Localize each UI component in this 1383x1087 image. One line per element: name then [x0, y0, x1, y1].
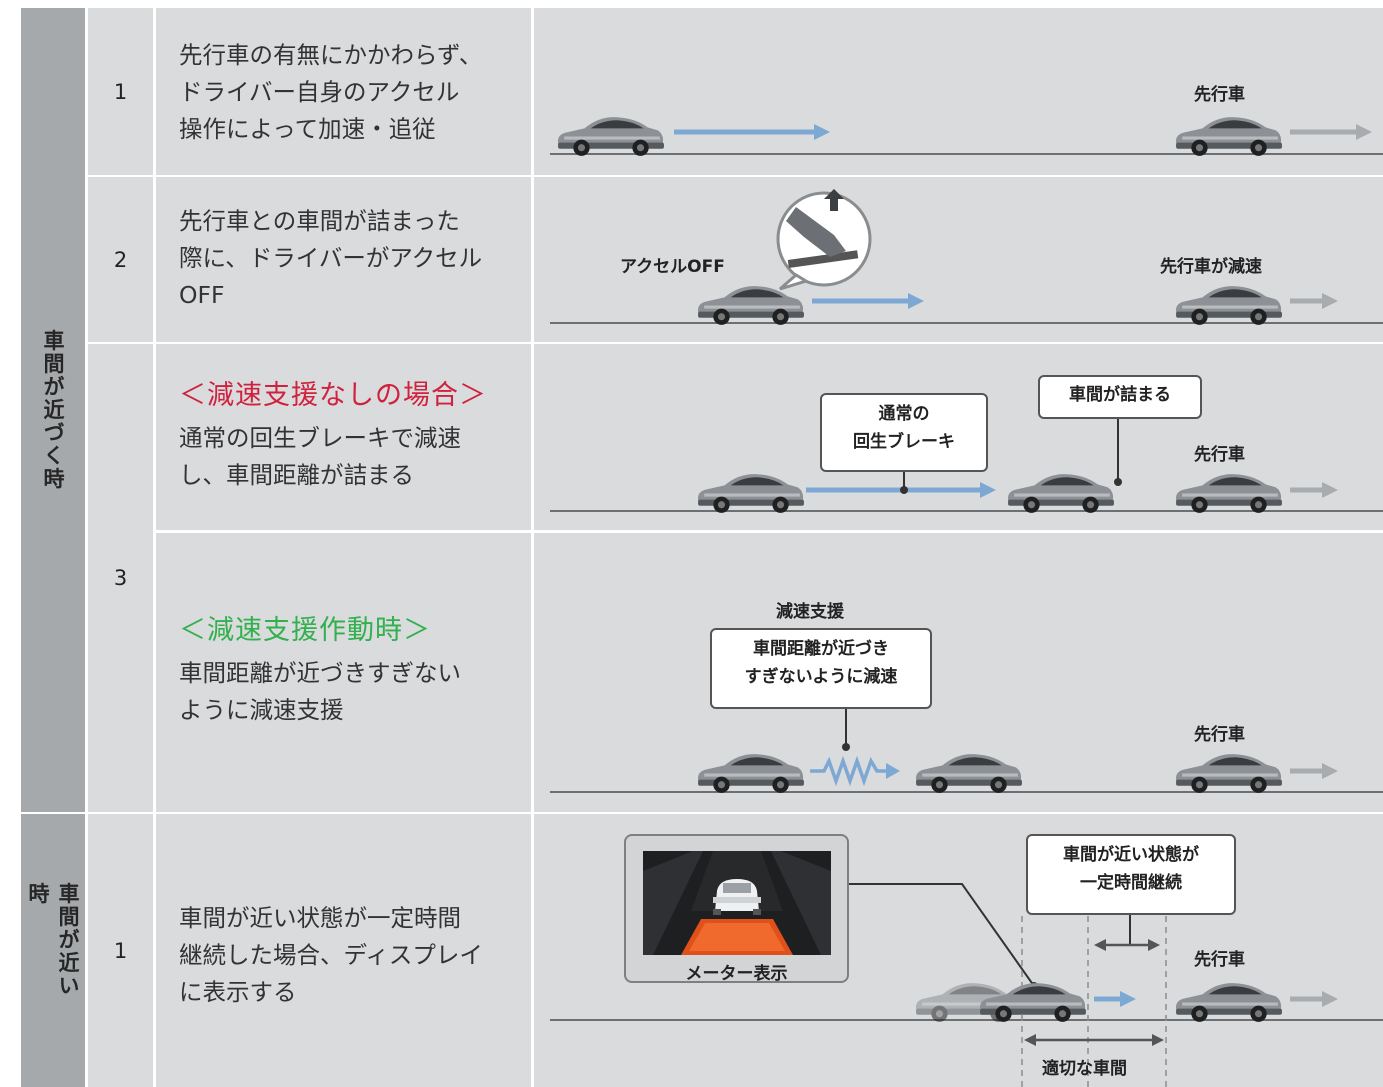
- description-line: に表示する: [179, 978, 297, 1006]
- step-number: 1: [113, 938, 128, 963]
- meter-label: メーター表示: [685, 964, 788, 984]
- group-label-approaching: 車間が近づく時: [41, 329, 65, 491]
- state-box: 車間が近い状態が 一定時間継続: [1026, 834, 1236, 915]
- description-line: OFF: [179, 281, 225, 309]
- description-line: し、車間距離が詰まる: [179, 461, 414, 489]
- scene-1: [550, 117, 1383, 156]
- spring-icon: [810, 755, 886, 787]
- proper-gap-label: 適切な車間: [1042, 1059, 1127, 1079]
- description-line: 先行車の有無にかかわらず、: [179, 41, 483, 69]
- text-cell-1: 先行車の有無にかかわらず、 ドライバー自身のアクセル 操作によって加速・追従: [156, 8, 531, 175]
- lead-car-icon: [1175, 117, 1282, 156]
- box-line: 一定時間継続: [1080, 873, 1182, 893]
- scene-3a: [550, 410, 1383, 513]
- step-cell-1: 1: [88, 8, 153, 175]
- step-cell-2: 2: [88, 177, 153, 342]
- scene-2: [550, 189, 1383, 325]
- description-line: 車間が近い状態が一定時間: [179, 904, 461, 932]
- lead-car-label: 先行車: [1194, 445, 1245, 465]
- illustration-4: メーター表示 車間が近い状態が 一定時間継続 先行車 適切な車間: [534, 814, 1383, 1087]
- lead-decel-label: 先行車が減速: [1160, 257, 1262, 277]
- group-label-close: 車間が近い時: [26, 882, 80, 998]
- car-icon: [915, 754, 1022, 793]
- regen-brake-box: 通常の 回生ブレーキ: [820, 393, 988, 472]
- lead-car-label: 先行車: [1194, 725, 1245, 745]
- step-number: 1: [113, 79, 128, 104]
- lead-car-label: 先行車: [1194, 950, 1245, 970]
- meter-panel: メーター表示: [624, 834, 849, 984]
- box-line: 車間距離が近づき: [753, 639, 889, 659]
- text-cell-3b: ＜減速支援作動時＞ 車間距離が近づきすぎない ように減速支援: [156, 533, 531, 812]
- lead-car-icon: [1175, 983, 1282, 1022]
- step-number: 3: [113, 566, 128, 590]
- step-cell-3: 3: [88, 344, 153, 812]
- group-close: 車間が近い時: [21, 814, 85, 1087]
- car-icon: [697, 754, 804, 793]
- scene-4: [550, 883, 1383, 1087]
- box-line: 通常の: [878, 404, 930, 424]
- group-approaching: 車間が近づく時: [21, 8, 85, 812]
- lead-car-icon: [1175, 474, 1282, 513]
- text-cell-2: 先行車との車間が詰まった 際に、ドライバーがアクセル OFF: [156, 177, 531, 342]
- box-line: 回生ブレーキ: [853, 432, 955, 452]
- car-icon: [557, 117, 664, 156]
- car-icon: [697, 286, 804, 325]
- illustration-2: アクセルOFF 先行車が減速: [534, 177, 1383, 342]
- heading-no-assist: ＜減速支援なしの場合＞: [179, 380, 487, 411]
- description-line: 継続した場合、ディスプレイ: [179, 941, 483, 969]
- lead-car-icon: [1175, 286, 1282, 325]
- scene-3b: [550, 683, 1383, 793]
- description-line: ように減速支援: [179, 696, 344, 724]
- illustration-3b: 減速支援 車間距離が近づき すぎないように減速 先行車: [534, 533, 1383, 812]
- description: 先行車との車間が詰まった 際に、ドライバーがアクセル OFF: [179, 203, 482, 314]
- description-line: 操作によって加速・追従: [179, 115, 436, 143]
- lead-car-label: 先行車: [1194, 85, 1245, 105]
- step-number: 2: [113, 247, 128, 272]
- description: 車間が近い状態が一定時間 継続した場合、ディスプレイ に表示する: [179, 900, 483, 1011]
- box-line: 車間が近い状態が: [1063, 845, 1199, 865]
- description-line: 先行車との車間が詰まった: [179, 207, 460, 235]
- assist-box: 車間距離が近づき すぎないように減速: [710, 628, 932, 709]
- heading-assist-active: ＜減速支援作動時＞: [179, 615, 431, 646]
- accel-off-label: アクセルOFF: [620, 257, 725, 277]
- text-cell-4: 車間が近い状態が一定時間 継続した場合、ディスプレイ に表示する: [156, 814, 531, 1087]
- assist-label: 減速支援: [776, 602, 844, 622]
- meter-screen: [643, 851, 831, 955]
- pedal-icon: [776, 189, 872, 291]
- description: 先行車の有無にかかわらず、 ドライバー自身のアクセル 操作によって加速・追従: [179, 37, 482, 148]
- description: ＜減速支援なしの場合＞ 通常の回生ブレーキで減速 し、車間距離が詰まる: [179, 376, 487, 494]
- text-cell-3a: ＜減速支援なしの場合＞ 通常の回生ブレーキで減速 し、車間距離が詰まる: [156, 344, 531, 530]
- illustration-1: 先行車: [534, 8, 1383, 175]
- lead-car-icon: [1175, 754, 1282, 793]
- description: ＜減速支援作動時＞ 車間距離が近づきすぎない ように減速支援: [179, 611, 461, 729]
- description-line: 車間距離が近づきすぎない: [179, 659, 461, 687]
- box-line: すぎないように減速: [744, 667, 898, 687]
- description-line: 通常の回生ブレーキで減速: [179, 424, 461, 452]
- description-line: ドライバー自身のアクセル: [179, 78, 460, 106]
- description-line: 際に、ドライバーがアクセル: [179, 244, 483, 272]
- illustration-3a: 通常の 回生ブレーキ 車間が詰まる 先行車: [534, 344, 1383, 530]
- car-icon: [1007, 474, 1114, 513]
- car-icon: [697, 474, 804, 513]
- step-cell-4: 1: [88, 814, 153, 1087]
- gap-closing-box: 車間が詰まる: [1038, 375, 1202, 419]
